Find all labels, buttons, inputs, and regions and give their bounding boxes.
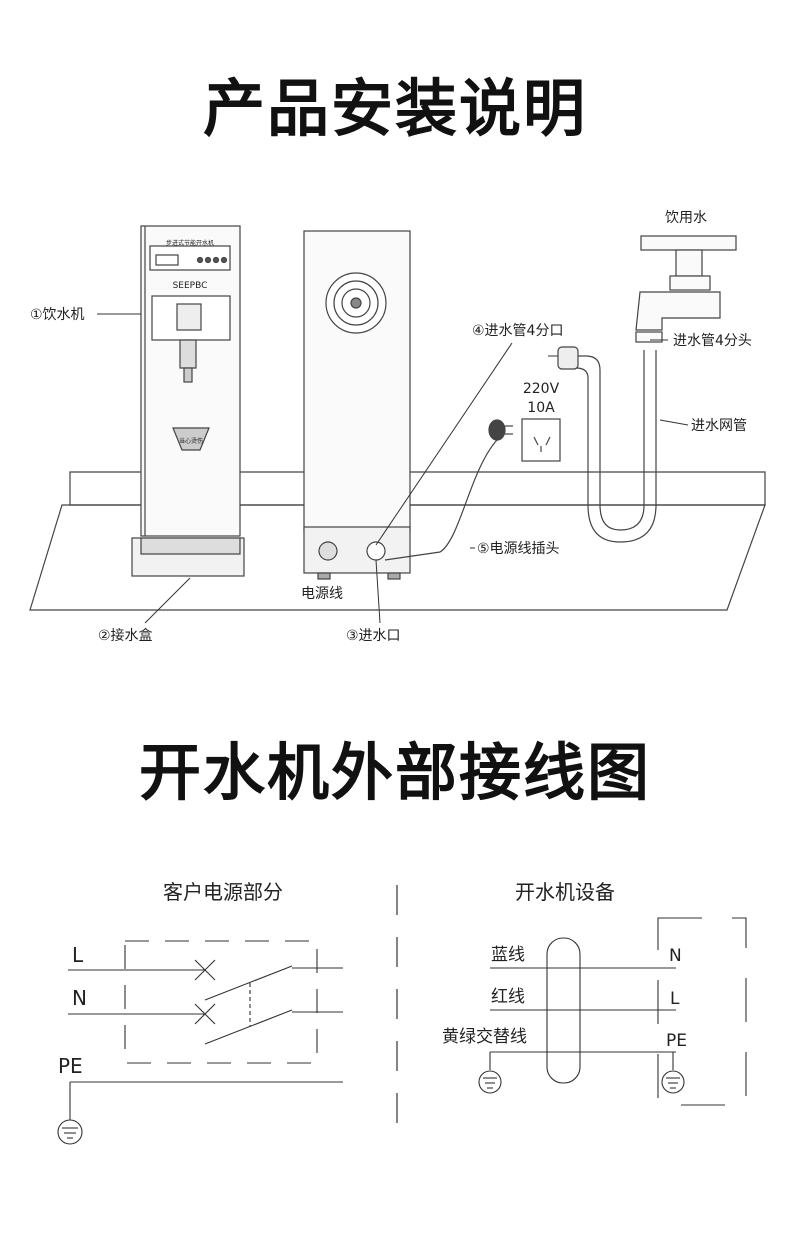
wire-ground-label: 黄绿交替线: [442, 1027, 527, 1047]
label-power-plug: ⑤电源线插头: [477, 541, 560, 557]
label-drip-tray: ②接水盒: [98, 627, 153, 644]
warning-label: 当心烫伤: [179, 437, 203, 445]
label-inlet-pipe: ④进水管4分口: [472, 323, 563, 339]
wire-blue-label: 蓝线: [491, 945, 525, 965]
right-terminal-l: L: [670, 989, 680, 1009]
right-terminal-pe: PE: [666, 1031, 687, 1051]
power-cord: [384, 439, 498, 561]
label-voltage: 220V: [523, 381, 560, 397]
label-water-dispenser: ①饮水机: [30, 307, 85, 323]
faucet: [635, 235, 737, 343]
right-terminal-n: N: [669, 946, 682, 966]
label-current: 10A: [527, 400, 555, 416]
customer-power-wiring: [57, 940, 343, 1145]
water-dispenser: [131, 225, 245, 577]
panel-title: 步进式节能开水机: [166, 239, 214, 247]
dispenser-back: [303, 230, 411, 580]
leader-lines: [97, 313, 689, 624]
mesh-pipe: [557, 346, 657, 543]
left-terminal-pe: PE: [58, 1054, 83, 1078]
left-terminal-n: N: [72, 986, 87, 1010]
label-faucet-head: 进水管4分头: [673, 333, 752, 349]
wall-socket: [521, 418, 561, 462]
wire-red-label: 红线: [491, 987, 525, 1007]
countertop: [29, 471, 766, 611]
label-mesh-pipe: 进水网管: [691, 418, 747, 434]
label-water-inlet: ③进水口: [346, 628, 401, 644]
left-terminal-l: L: [72, 943, 84, 967]
right-section-title: 开水机设备: [515, 880, 615, 904]
left-section-title: 客户电源部分: [163, 880, 283, 904]
power-plug: [488, 419, 513, 441]
dispenser-wiring: [478, 917, 747, 1106]
label-drinking-water: 饮用水: [665, 210, 707, 226]
install-title: 产品安装说明: [202, 72, 587, 145]
wiring-title: 开水机外部接线图: [138, 736, 651, 809]
brand-label: SEEPBC: [173, 281, 208, 291]
label-power-cord: 电源线: [301, 586, 343, 602]
